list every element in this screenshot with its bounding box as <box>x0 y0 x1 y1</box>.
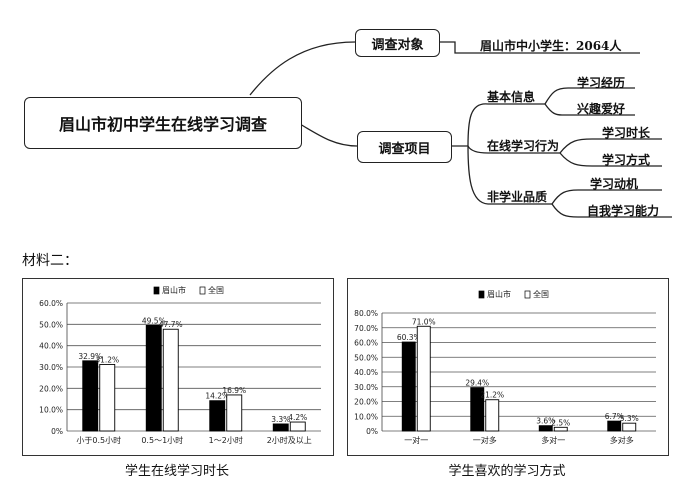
y-tick-label: 50.0% <box>39 320 63 329</box>
bar <box>99 363 116 432</box>
x-tick-label: 一对多 <box>473 435 497 445</box>
leaf-study-mode: 学习方式 <box>602 153 651 167</box>
chart-mode: 0% 10.0% 20.0% 30.0% 40.0% 50.0% 60.0% 70.0% 80.… <box>354 289 656 445</box>
bar <box>553 426 568 432</box>
bar <box>145 324 162 432</box>
bar <box>485 399 500 432</box>
y-tick-label: 50.0% <box>354 353 378 362</box>
legend-swatch <box>199 286 206 295</box>
leaf-motivation: 学习动机 <box>590 177 639 191</box>
bar <box>401 341 416 432</box>
y-tick-label: 20.0% <box>39 384 63 393</box>
y-tick-label: 20.0% <box>354 398 378 407</box>
y-tick-label: 70.0% <box>354 324 378 333</box>
leaf-self-learning: 自我学习能力 <box>587 204 660 218</box>
bar <box>162 328 179 432</box>
survey-object-label: 调查对象 <box>371 37 424 53</box>
chart-mode-frame: 0% 10.0% 20.0% 30.0% 40.0% 50.0% 60.0% 70.0% 80.… <box>347 278 669 456</box>
chart-mode-caption: 学生喜欢的学习方式 <box>448 464 566 479</box>
branch-online-behavior: 在线学习行为 <box>487 139 560 153</box>
y-tick-label: 10.0% <box>39 406 63 415</box>
x-tick-label: 0.5～1小时 <box>141 435 183 445</box>
section-heading: 材料二： <box>22 253 78 269</box>
mindmap-connectors <box>249 41 672 218</box>
bar <box>226 394 243 432</box>
x-tick-label: 2小时及以上 <box>267 435 312 445</box>
y-tick-label: 0% <box>366 427 378 436</box>
data-label: 2.5% <box>551 418 570 427</box>
bar <box>209 400 226 432</box>
data-label: 32.9% <box>78 352 102 361</box>
bar <box>272 423 289 432</box>
data-label: 3.6% <box>536 417 555 426</box>
y-tick-label: 40.0% <box>39 342 63 351</box>
x-tick-label: 多对多 <box>610 435 634 445</box>
x-tick-label: 1～2小时 <box>209 435 243 445</box>
data-label: 4.2% <box>288 413 307 422</box>
data-label: 60.3% <box>397 333 421 342</box>
data-label: 47.7% <box>159 320 183 329</box>
leaf-study-duration: 学习时长 <box>602 126 651 140</box>
bar <box>470 387 485 432</box>
y-tick-label: 80.0% <box>354 309 378 318</box>
legend-label: 全国 <box>208 285 224 295</box>
x-tick-label: 一对一 <box>404 435 428 445</box>
y-tick-label: 60.0% <box>354 339 378 348</box>
survey-items-label: 调查项目 <box>378 141 431 157</box>
bar <box>82 360 99 432</box>
bar <box>607 420 622 432</box>
x-tick-label: 小于0.5小时 <box>76 435 121 445</box>
mindmap-root-label: 眉山市初中学生在线学习调查 <box>58 115 267 134</box>
x-tick-label: 多对一 <box>541 435 565 445</box>
survey-object-value: 眉山市中小学生：2064人 <box>480 39 622 53</box>
legend-swatch <box>153 286 160 295</box>
legend-swatch <box>478 290 485 299</box>
y-tick-label: 0% <box>51 427 63 436</box>
y-tick-label: 60.0% <box>39 299 63 308</box>
data-label: 3.3% <box>271 415 290 424</box>
survey-object-node: 调查对象 <box>355 29 440 57</box>
branch-non-academic: 非学业品质 <box>487 190 548 204</box>
chart-duration: 0% 10.0% 20.0% 30.0% 40.0% 50.0% 60.0% 眉山市 全国 32.… <box>39 285 321 445</box>
y-tick-label: 40.0% <box>354 368 378 377</box>
leaf-study-experience: 学习经历 <box>577 76 626 90</box>
data-label: 6.7% <box>605 412 624 421</box>
chart-duration-caption: 学生在线学习时长 <box>124 464 229 479</box>
y-tick-label: 30.0% <box>39 363 63 372</box>
data-label: 31.2% <box>95 355 119 364</box>
y-tick-label: 10.0% <box>354 412 378 421</box>
legend-label: 眉山市 <box>162 285 186 295</box>
data-label: 71.0% <box>412 317 436 326</box>
legend-label: 全国 <box>533 289 549 299</box>
legend-swatch <box>524 290 531 299</box>
survey-items-node: 调查项目 <box>357 131 452 163</box>
data-label: 16.9% <box>222 386 246 395</box>
data-label: 49.5% <box>142 316 166 325</box>
chart-duration-frame: 0% 10.0% 20.0% 30.0% 40.0% 50.0% 60.0% 眉山市 全国 32.… <box>22 278 334 456</box>
data-label: 14.2% <box>205 392 229 401</box>
legend-label: 眉山市 <box>487 289 511 299</box>
y-tick-label: 30.0% <box>354 383 378 392</box>
bar <box>538 425 553 432</box>
bar <box>622 422 637 432</box>
mindmap-root: 眉山市初中学生在线学习调查 <box>24 97 302 149</box>
data-label: 21.2% <box>480 391 504 400</box>
data-label: 5.3% <box>620 414 639 423</box>
branch-basic-info: 基本信息 <box>487 90 536 104</box>
bar <box>416 325 431 432</box>
leaf-hobbies: 兴趣爱好 <box>577 102 626 116</box>
bar <box>289 421 306 432</box>
data-label: 29.4% <box>465 379 489 388</box>
